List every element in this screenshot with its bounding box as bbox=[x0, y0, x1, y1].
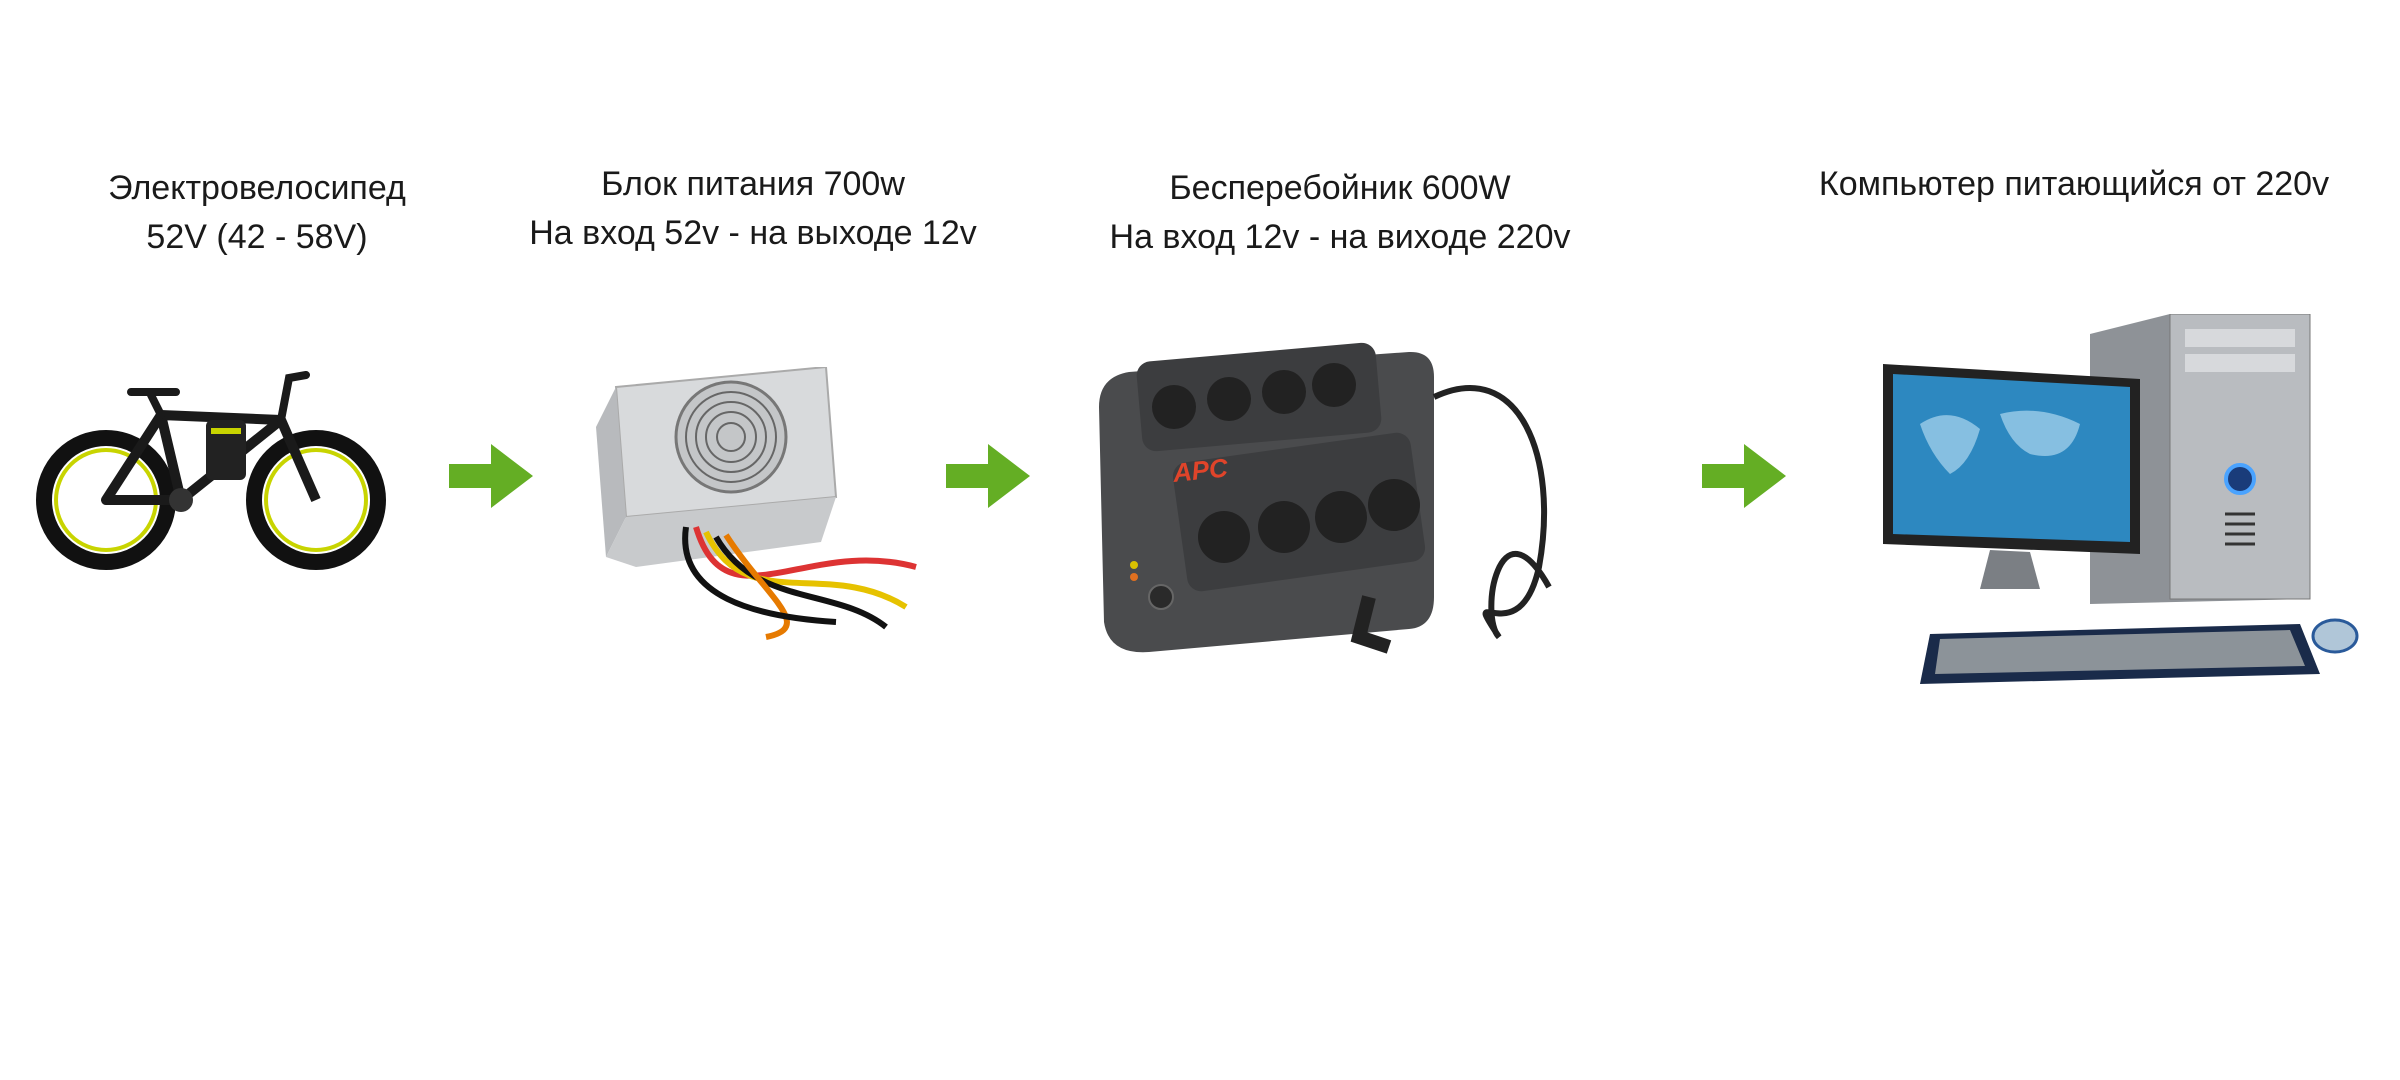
arrow-right-icon bbox=[449, 444, 533, 508]
electric-bike-image bbox=[36, 371, 386, 570]
caption-ebike-voltage: 52V (42 - 58V) bbox=[146, 218, 368, 256]
caption-ups-io: На вход 12v - на виходе 220v bbox=[1109, 218, 1571, 256]
caption-psu-title: Блок питания 700w bbox=[601, 165, 905, 203]
caption-ebike-title: Электровелосипед bbox=[108, 169, 406, 207]
caption-psu: Блок питания 700w На вход 52v - на выход… bbox=[529, 160, 977, 258]
caption-psu-io: На вход 52v - на выходе 12v bbox=[529, 214, 977, 252]
ups-image: APC bbox=[1099, 342, 1552, 654]
caption-pc-title: Компьютер питающийся от 220v bbox=[1818, 165, 2330, 203]
arrow-right-icon bbox=[1702, 444, 1786, 508]
caption-ups-title: Бесперебойник 600W bbox=[1169, 169, 1511, 207]
caption-ebike: Электровелосипед 52V (42 - 58V) bbox=[108, 164, 406, 262]
power-supply-image bbox=[596, 367, 917, 640]
desktop-computer-image bbox=[1883, 314, 2359, 684]
caption-ups: Бесперебойник 600W На вход 12v - на вихо… bbox=[1110, 164, 1571, 262]
apc-logo: APC bbox=[1170, 452, 1230, 488]
arrow-right-icon bbox=[946, 444, 1030, 508]
caption-pc: Компьютер питающийся от 220v bbox=[1819, 160, 2329, 209]
